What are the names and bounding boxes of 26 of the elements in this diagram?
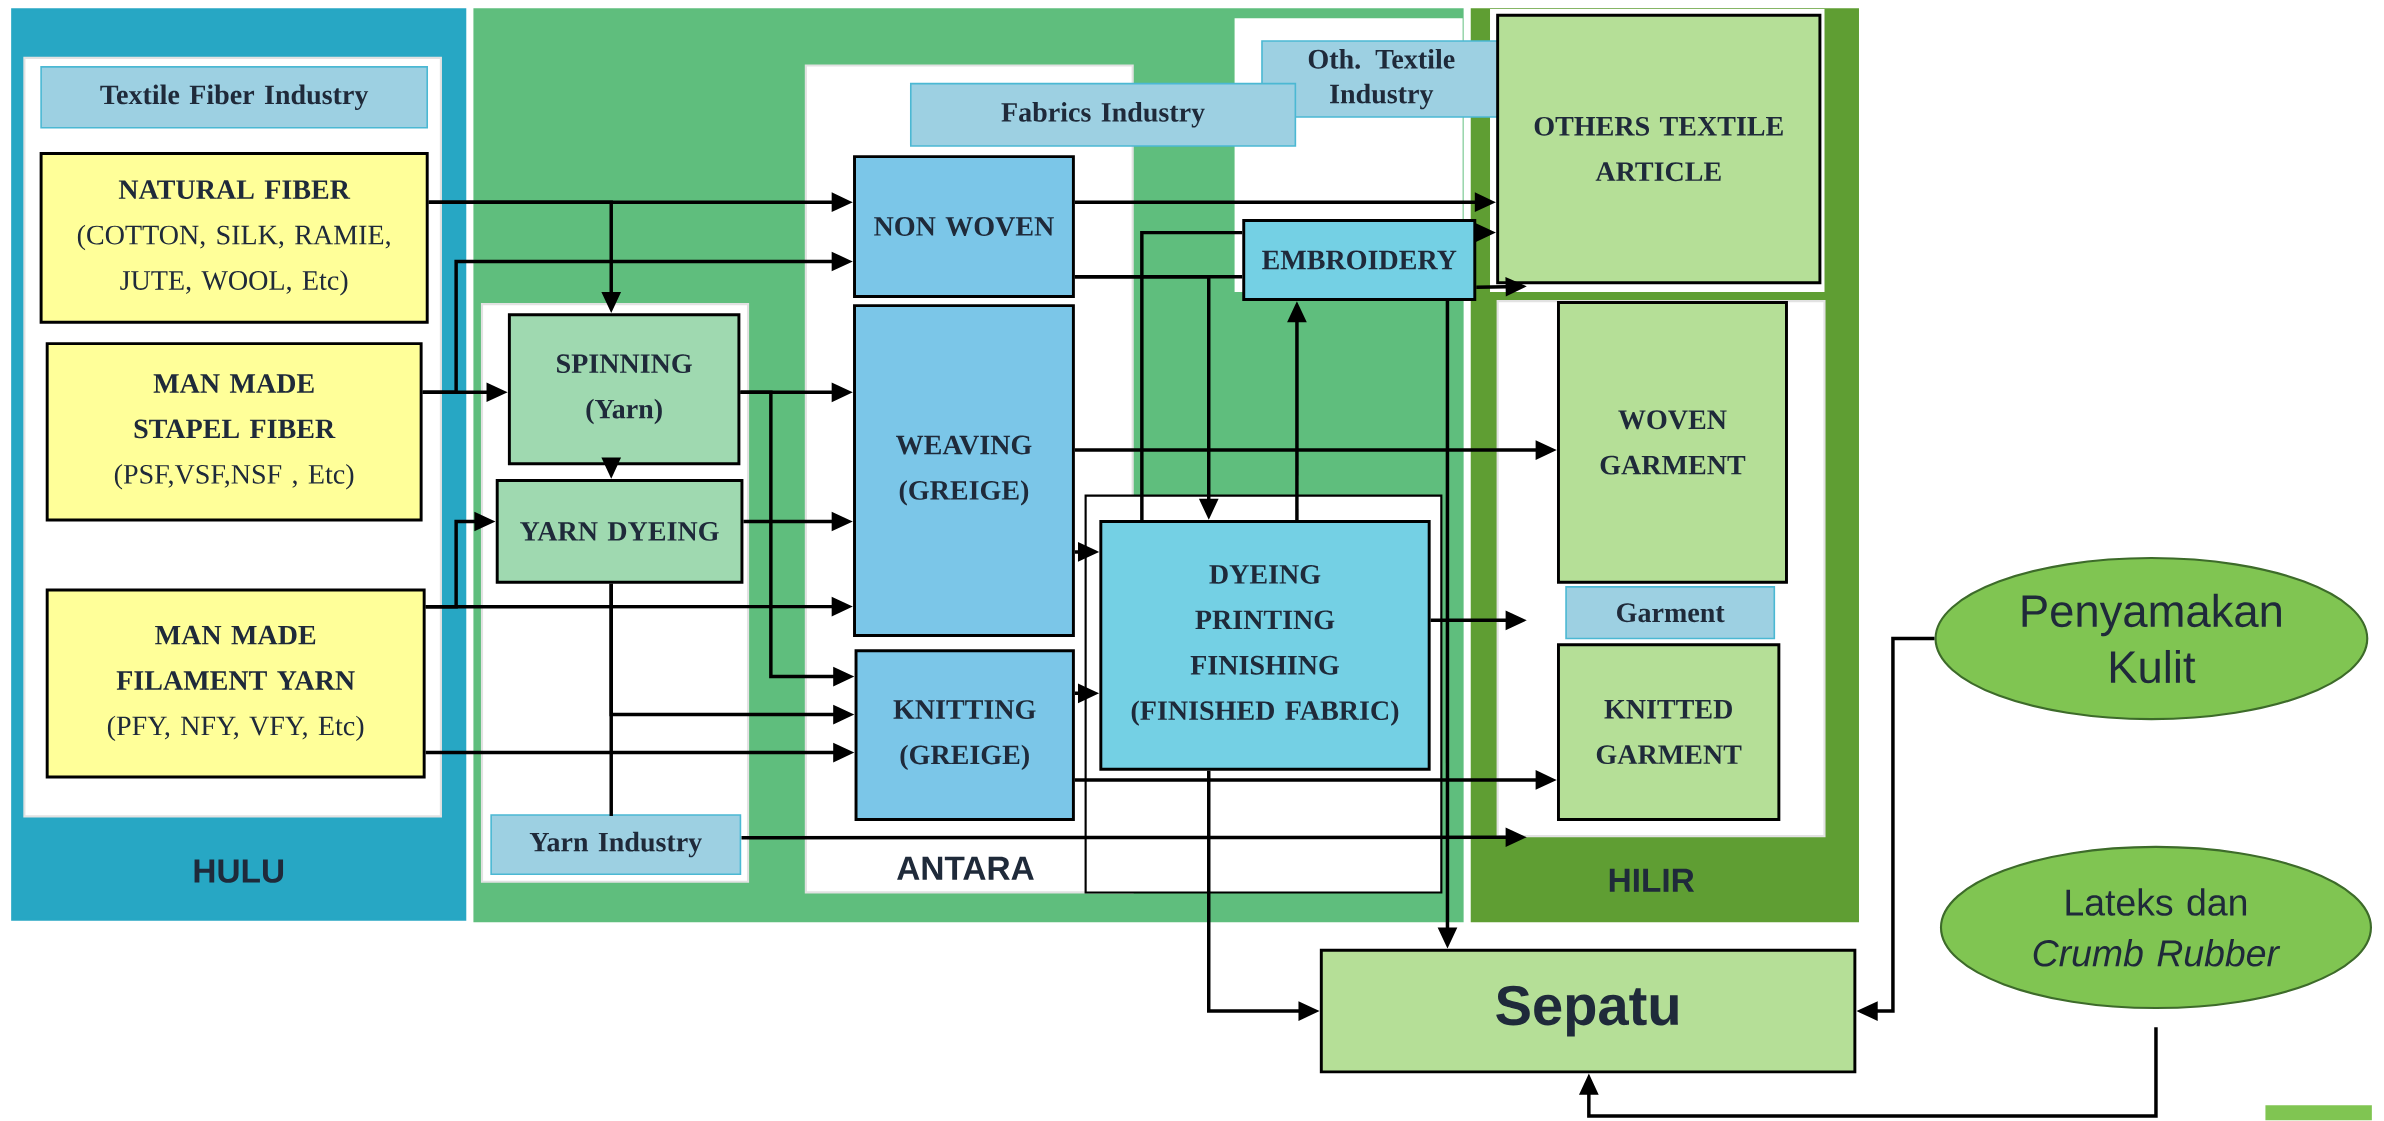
header-tab: Garment [1565,586,1776,640]
tier-label: HULU [194,859,284,884]
header-tab: Textile Fiber Industry [40,66,429,129]
fiber-box: MAN MADE FILAMENT YARN (PFY, NFY, VFY, Etc) [45,588,426,779]
process-box: YARN DYEING [495,479,744,584]
product-box: OTHERS TEXTILE ARTICLE [1496,14,1822,285]
connector-line [609,584,613,817]
connector-line [1074,275,1243,279]
tier-label: ANTARA [897,856,1034,880]
process-box: KNITTING (GREIGE) [854,649,1075,822]
process-box: SPINNING (Yarn) [507,313,741,466]
product-box: WOVEN GARMENT [1557,301,1788,584]
product-box: KNITTED GARMENT [1557,643,1781,822]
header-tab: Fabrics Industry [910,83,1297,147]
process-box: DYEING PRINTING FINISHING (FINISHED FABRIC) [1099,520,1431,771]
process-box: EMBROIDERY [1242,219,1477,302]
product-box: Sepatu [1319,949,1857,1074]
header-tab: Oth. Textile Industry [1261,40,1502,119]
process-box: NON WOVEN [853,155,1075,299]
process-box: WEAVING (GREIGE) [853,304,1075,638]
tier-label: HILIR [1609,869,1695,893]
fiber-box: NATURAL FIBER (COTTON, SILK, RAMIE, JUTE, WOOL, Etc) [39,152,429,324]
fiber-box: MAN MADE STAPEL FIBER (PSF,VSF,NSF , Etc) [45,342,423,522]
header-tab: Yarn Industry [490,814,742,876]
connector-line [1140,231,1243,521]
arrow [1579,1027,2158,1118]
